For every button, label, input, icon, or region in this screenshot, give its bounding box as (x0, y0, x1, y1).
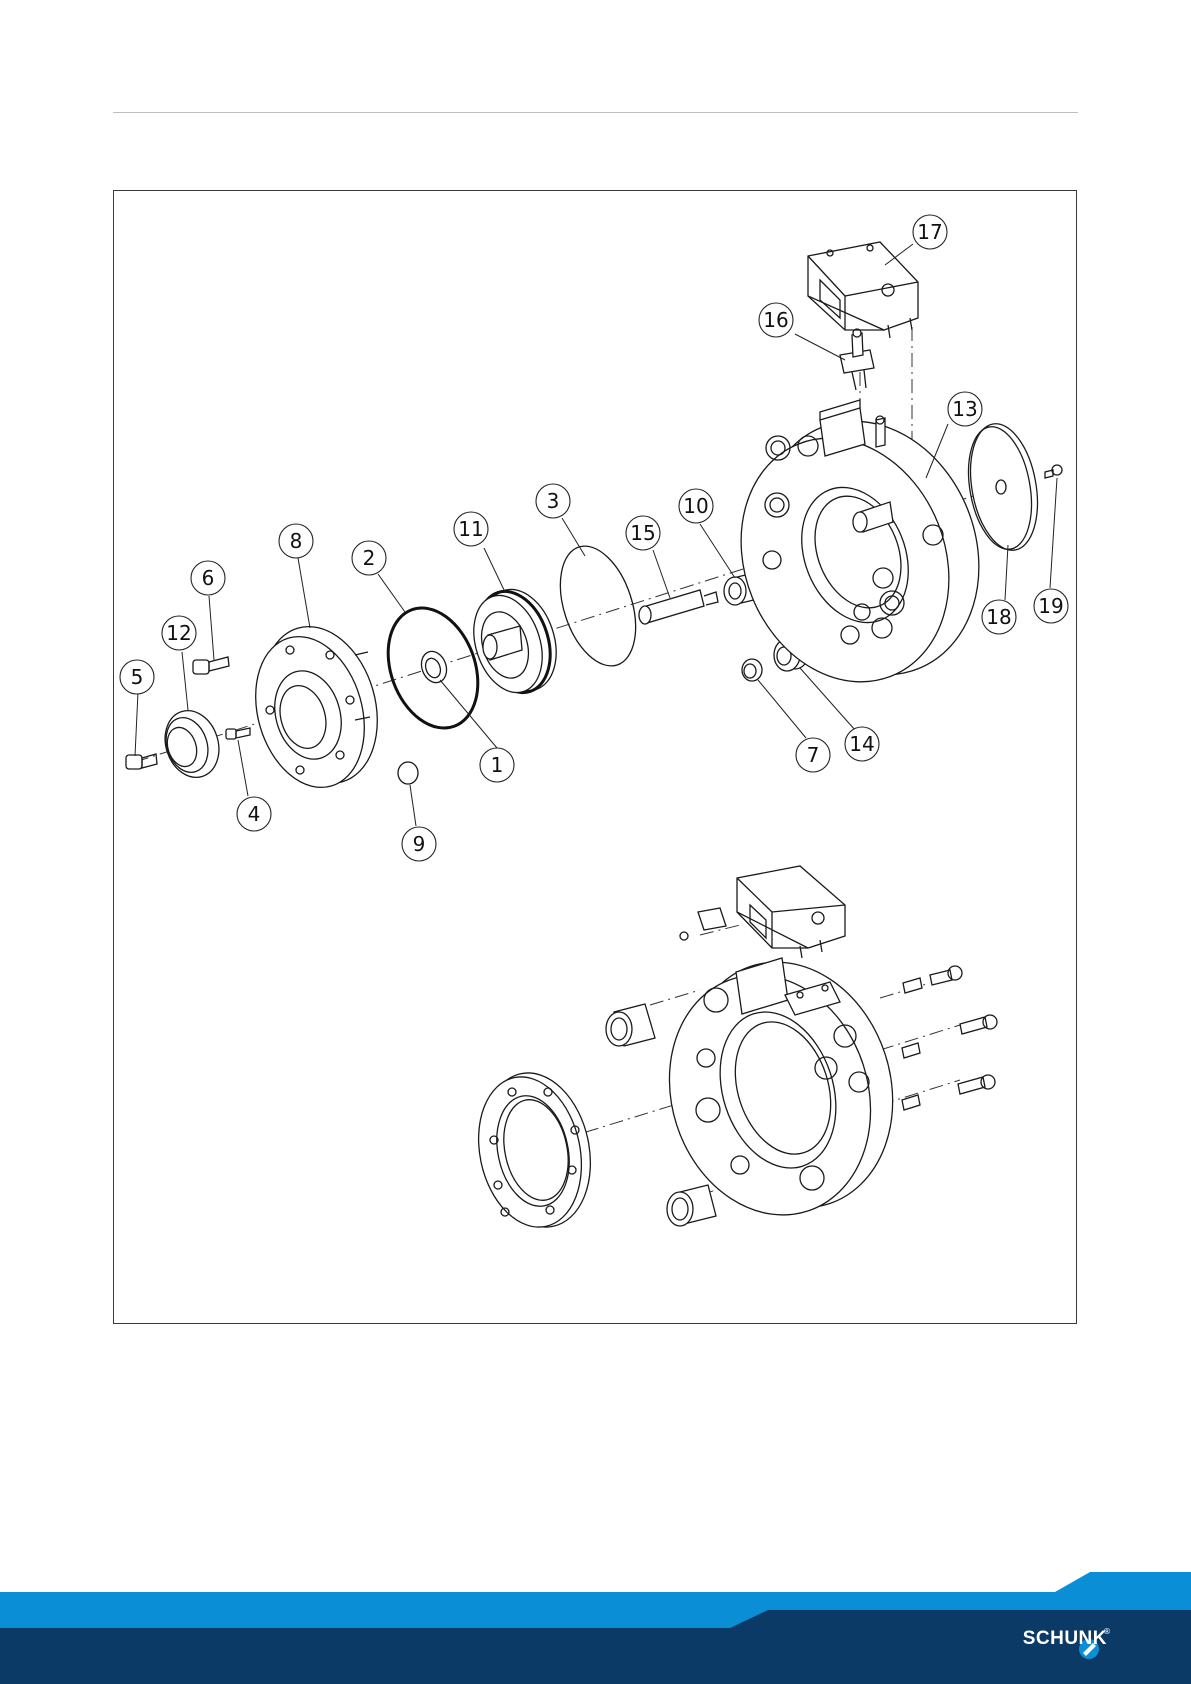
part-8-flange (239, 613, 395, 800)
leader-5 (135, 692, 138, 756)
leader-15 (653, 550, 670, 598)
leader-12 (182, 652, 188, 710)
callout-label: 18 (986, 605, 1011, 629)
leader-18 (1005, 545, 1008, 600)
callout-5: 5 (120, 660, 154, 694)
upper-exploded-view (126, 242, 1062, 800)
part-15-shaft (639, 590, 718, 624)
footer-band (0, 1570, 1191, 1684)
callout-7: 7 (796, 738, 830, 772)
callout-19: 19 (1034, 589, 1068, 623)
leader-9 (410, 785, 416, 826)
callout-label: 19 (1038, 594, 1063, 618)
lower-flange-ring (465, 1063, 604, 1237)
callout-label: 11 (458, 517, 483, 541)
callout-label: 4 (248, 802, 261, 826)
leader-2 (378, 574, 405, 612)
callout-10: 10 (679, 489, 713, 523)
callout-label: 15 (630, 521, 655, 545)
leader-10 (700, 524, 735, 578)
callout-label: 1 (491, 753, 504, 777)
leader-7 (758, 680, 806, 738)
callout-label: 14 (849, 732, 874, 756)
lower-assembled-view (465, 866, 997, 1241)
callout-11: 11 (454, 512, 488, 546)
callout-label: 10 (683, 494, 708, 518)
callout-label: 17 (917, 220, 942, 244)
lower-axis-2 (650, 990, 700, 1005)
part-19-screw (1045, 465, 1062, 478)
lower-axis-5 (880, 1025, 960, 1050)
lower-sleeve-top (606, 1004, 655, 1046)
callout-9: 9 (402, 827, 436, 861)
callout-15: 15 (626, 516, 660, 550)
callout-label: 2 (363, 546, 376, 570)
leader-6 (209, 596, 214, 660)
part-3-o-ring (547, 537, 650, 676)
part-12-cap (157, 704, 227, 785)
part-6-screw (193, 657, 229, 674)
callout-4: 4 (237, 797, 271, 831)
part-1-bushing (417, 648, 450, 686)
part-9-plug (398, 762, 418, 784)
callout-label: 13 (952, 397, 977, 421)
callout-label: 7 (807, 743, 820, 767)
part-7-insert (742, 659, 762, 681)
lower-screws (902, 966, 997, 1110)
leader-1 (440, 680, 497, 748)
lower-sleeve-bottom (667, 1185, 716, 1226)
callout-17: 17 (913, 215, 947, 249)
registered-mark: ® (1103, 1627, 1111, 1636)
callout-label: 9 (413, 832, 426, 856)
leader-11 (484, 548, 505, 592)
callout-18: 18 (982, 600, 1016, 634)
callout-2: 2 (352, 541, 386, 575)
callout-label: 16 (763, 308, 788, 332)
leader-16 (795, 334, 845, 360)
leader-19 (1050, 478, 1057, 588)
lower-sensor-bracket (737, 866, 845, 958)
callout-12: 12 (162, 616, 196, 650)
callout-label: 5 (131, 665, 144, 689)
callout-label: 12 (166, 621, 191, 645)
callout-8: 8 (279, 524, 313, 558)
lower-sensor-block (680, 908, 726, 940)
leader-8 (298, 558, 310, 628)
callout-label: 3 (547, 489, 560, 513)
brand-name: SCHUNK (1023, 1628, 1107, 1650)
callout-16: 16 (759, 303, 793, 337)
callout-1: 1 (480, 748, 514, 782)
callout-label: 6 (202, 566, 215, 590)
callout-3: 3 (536, 484, 570, 518)
callout-13: 13 (948, 392, 982, 426)
part-17-sensor-bracket (808, 242, 918, 338)
callout-6: 6 (191, 561, 225, 595)
callout-label: 8 (290, 529, 303, 553)
leader-4 (238, 740, 248, 796)
callout-14: 14 (845, 727, 879, 761)
part-5-screw (126, 754, 157, 769)
